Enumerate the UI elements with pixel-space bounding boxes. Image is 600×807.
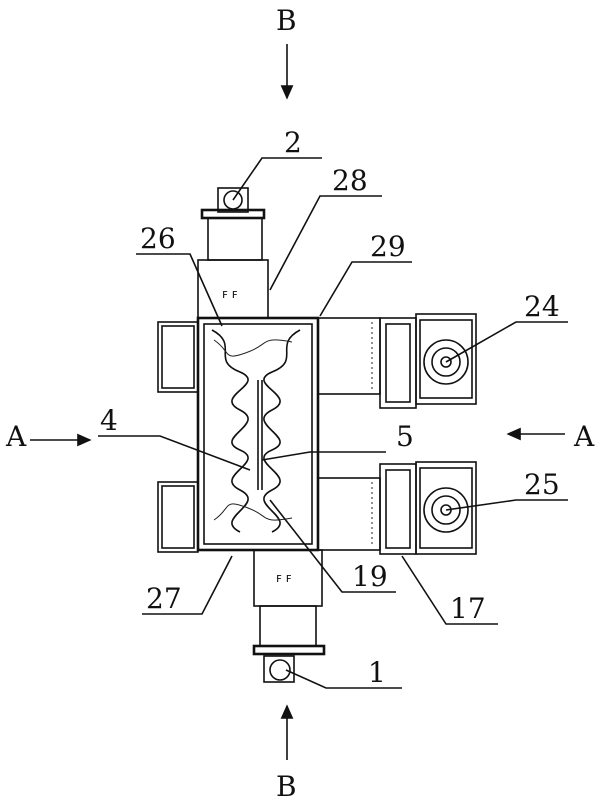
callout-29: 29 xyxy=(370,230,406,263)
main-housing xyxy=(196,316,320,552)
svg-text:ꜰ ꜰ: ꜰ ꜰ xyxy=(222,287,238,301)
callout-27: 27 xyxy=(146,582,182,615)
upper-fan-unit xyxy=(415,313,477,405)
section-label-b-bottom: B xyxy=(276,770,297,803)
section-b-top: B xyxy=(276,4,297,100)
callout-26: 26 xyxy=(140,222,176,255)
bottom-motor xyxy=(252,644,326,683)
section-a-left: A xyxy=(5,420,92,453)
lower-right-duct xyxy=(317,463,417,555)
callout-25: 25 xyxy=(524,468,560,501)
callout-2: 2 xyxy=(284,126,302,159)
callout-labels: 2 28 26 29 24 4 5 25 19 27 17 1 xyxy=(100,126,560,689)
callout-4: 4 xyxy=(100,404,118,437)
section-b-bottom: B xyxy=(276,704,297,803)
callout-5: 5 xyxy=(396,420,414,453)
section-label-a-right: A xyxy=(573,420,595,453)
upper-right-duct xyxy=(317,317,417,409)
section-label-a-left: A xyxy=(5,420,27,453)
callout-1: 1 xyxy=(368,656,386,689)
callout-24: 24 xyxy=(524,290,560,323)
screw-spirals xyxy=(211,329,301,533)
section-label-b-top: B xyxy=(276,4,297,37)
left-ports xyxy=(157,321,199,553)
svg-text:ꜰ ꜰ: ꜰ ꜰ xyxy=(276,571,292,585)
section-a-right: A xyxy=(506,420,595,453)
lower-neck: ꜰ ꜰ xyxy=(253,549,323,647)
callout-19: 19 xyxy=(352,560,388,593)
lower-fan-unit xyxy=(415,461,477,555)
callout-17: 17 xyxy=(450,592,486,625)
leader-lines xyxy=(98,157,568,689)
callout-28: 28 xyxy=(332,164,368,197)
upper-neck: ꜰ ꜰ xyxy=(197,259,269,319)
